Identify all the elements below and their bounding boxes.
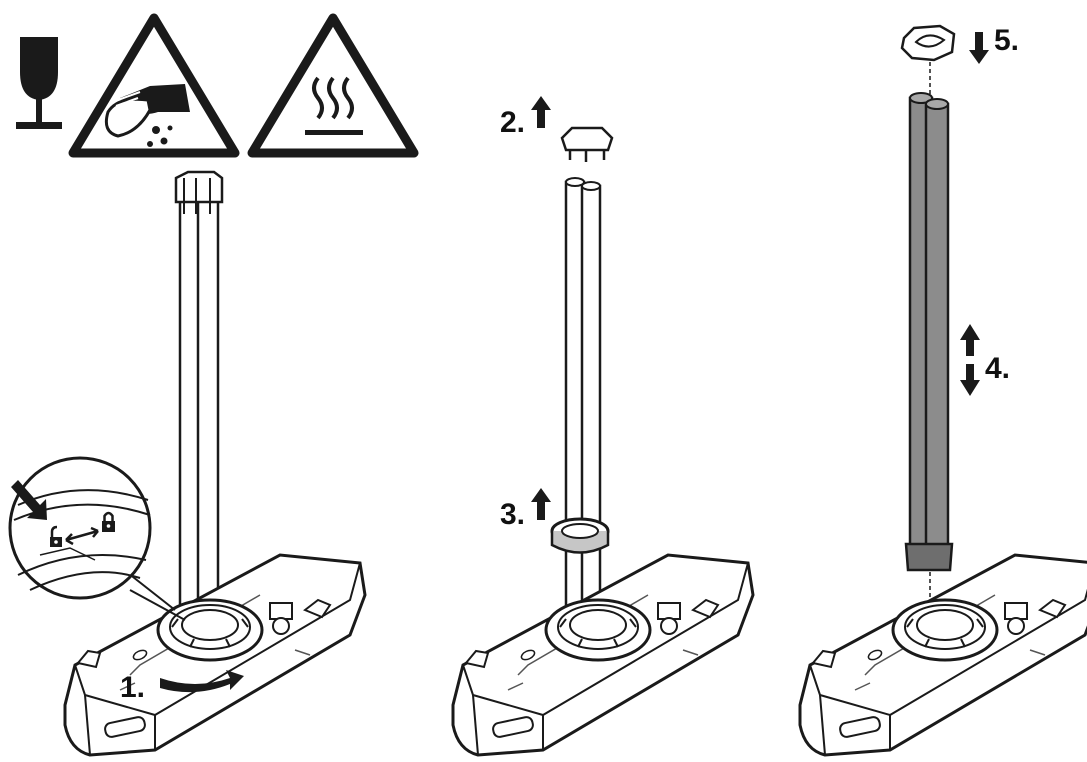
lower-clip xyxy=(550,517,610,554)
lock-detail-callout xyxy=(8,456,186,621)
double-arrow-icon xyxy=(65,526,99,546)
hand-injury-warning-icon xyxy=(68,13,240,158)
up-arrow-icon xyxy=(531,96,551,128)
up-down-arrow-icon xyxy=(960,324,980,396)
panel-step-4-5: 5. 4. xyxy=(798,24,1087,757)
down-arrow-icon xyxy=(969,32,989,64)
step-4-label: 4. xyxy=(985,352,1010,385)
rotate-arrow-icon xyxy=(160,670,244,693)
top-clip xyxy=(560,126,614,162)
uv-lamp-old xyxy=(174,170,224,624)
panel-step-2-3: 2. 3. xyxy=(451,96,755,757)
step-5-label: 5. xyxy=(994,24,1019,57)
top-clip-new xyxy=(900,24,956,96)
pointer-arrow-icon xyxy=(11,480,47,520)
base-unit-2 xyxy=(451,553,755,757)
hot-surface-warning-icon xyxy=(247,13,419,158)
warning-icons xyxy=(16,13,419,158)
step-3-label: 3. xyxy=(500,498,525,531)
panel-step-1: 1. xyxy=(8,170,367,757)
lock-icon xyxy=(102,511,115,532)
uv-lamp-old-2 xyxy=(564,177,602,624)
fragile-glass-icon xyxy=(16,37,62,129)
up-arrow-icon xyxy=(531,488,551,520)
step-2-label: 2. xyxy=(500,106,525,139)
base-unit-3 xyxy=(798,553,1087,757)
unlock-icon xyxy=(50,525,62,547)
step-1-label: 1. xyxy=(120,671,145,704)
uv-lamp-new xyxy=(904,92,954,612)
